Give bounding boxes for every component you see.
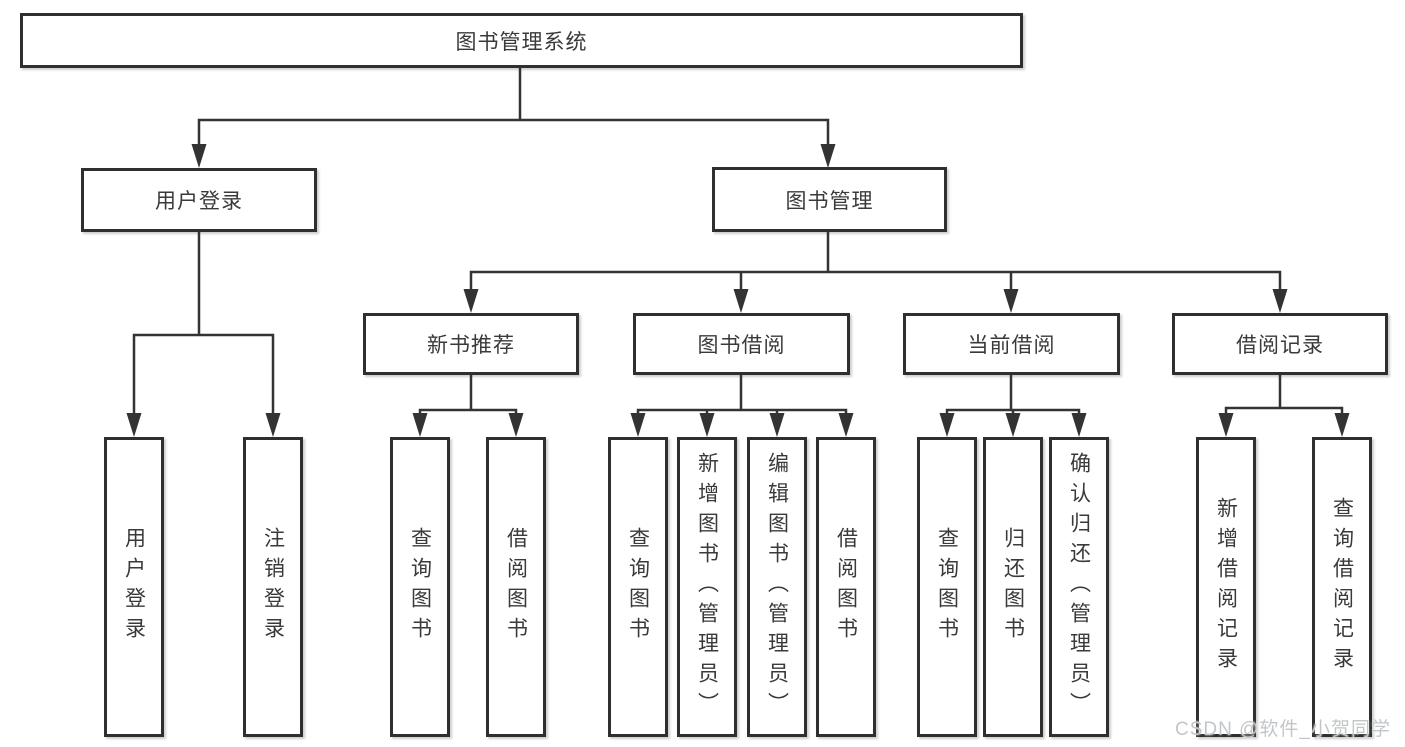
node-library-management-system: 图书管理系统 bbox=[20, 13, 1023, 68]
leaf-add-borrow-record: 新增借阅记录 bbox=[1196, 437, 1256, 737]
leaf-confirm-return-admin: 确认归还（管理员） bbox=[1049, 437, 1109, 737]
leaf-return-books: 归还图书 bbox=[983, 437, 1043, 737]
node-book-management: 图书管理 bbox=[712, 167, 947, 232]
watermark: CSDN @软件_小贺同学 bbox=[1175, 719, 1391, 740]
leaf-edit-books-admin: 编辑图书（管理员） bbox=[747, 437, 807, 737]
node-new-book-recommendation: 新书推荐 bbox=[363, 313, 579, 375]
node-user-login: 用户登录 bbox=[81, 168, 317, 232]
leaf-query-books-recommend: 查询图书 bbox=[390, 437, 450, 737]
leaf-borrow-books-recommend: 借阅图书 bbox=[486, 437, 546, 737]
leaf-logout-login: 注销登录 bbox=[243, 437, 303, 737]
node-book-borrowing: 图书借阅 bbox=[633, 313, 850, 375]
node-borrowing-records: 借阅记录 bbox=[1172, 313, 1388, 375]
leaf-query-books-borrowing: 查询图书 bbox=[608, 437, 668, 737]
leaf-query-borrow-record: 查询借阅记录 bbox=[1312, 437, 1372, 737]
leaf-user-login: 用户登录 bbox=[104, 437, 164, 737]
leaf-query-books-current: 查询图书 bbox=[917, 437, 977, 737]
leaf-borrow-books-borrowing: 借阅图书 bbox=[816, 437, 876, 737]
leaf-add-books-admin: 新增图书（管理员） bbox=[677, 437, 737, 737]
node-current-borrowing: 当前借阅 bbox=[903, 313, 1120, 375]
